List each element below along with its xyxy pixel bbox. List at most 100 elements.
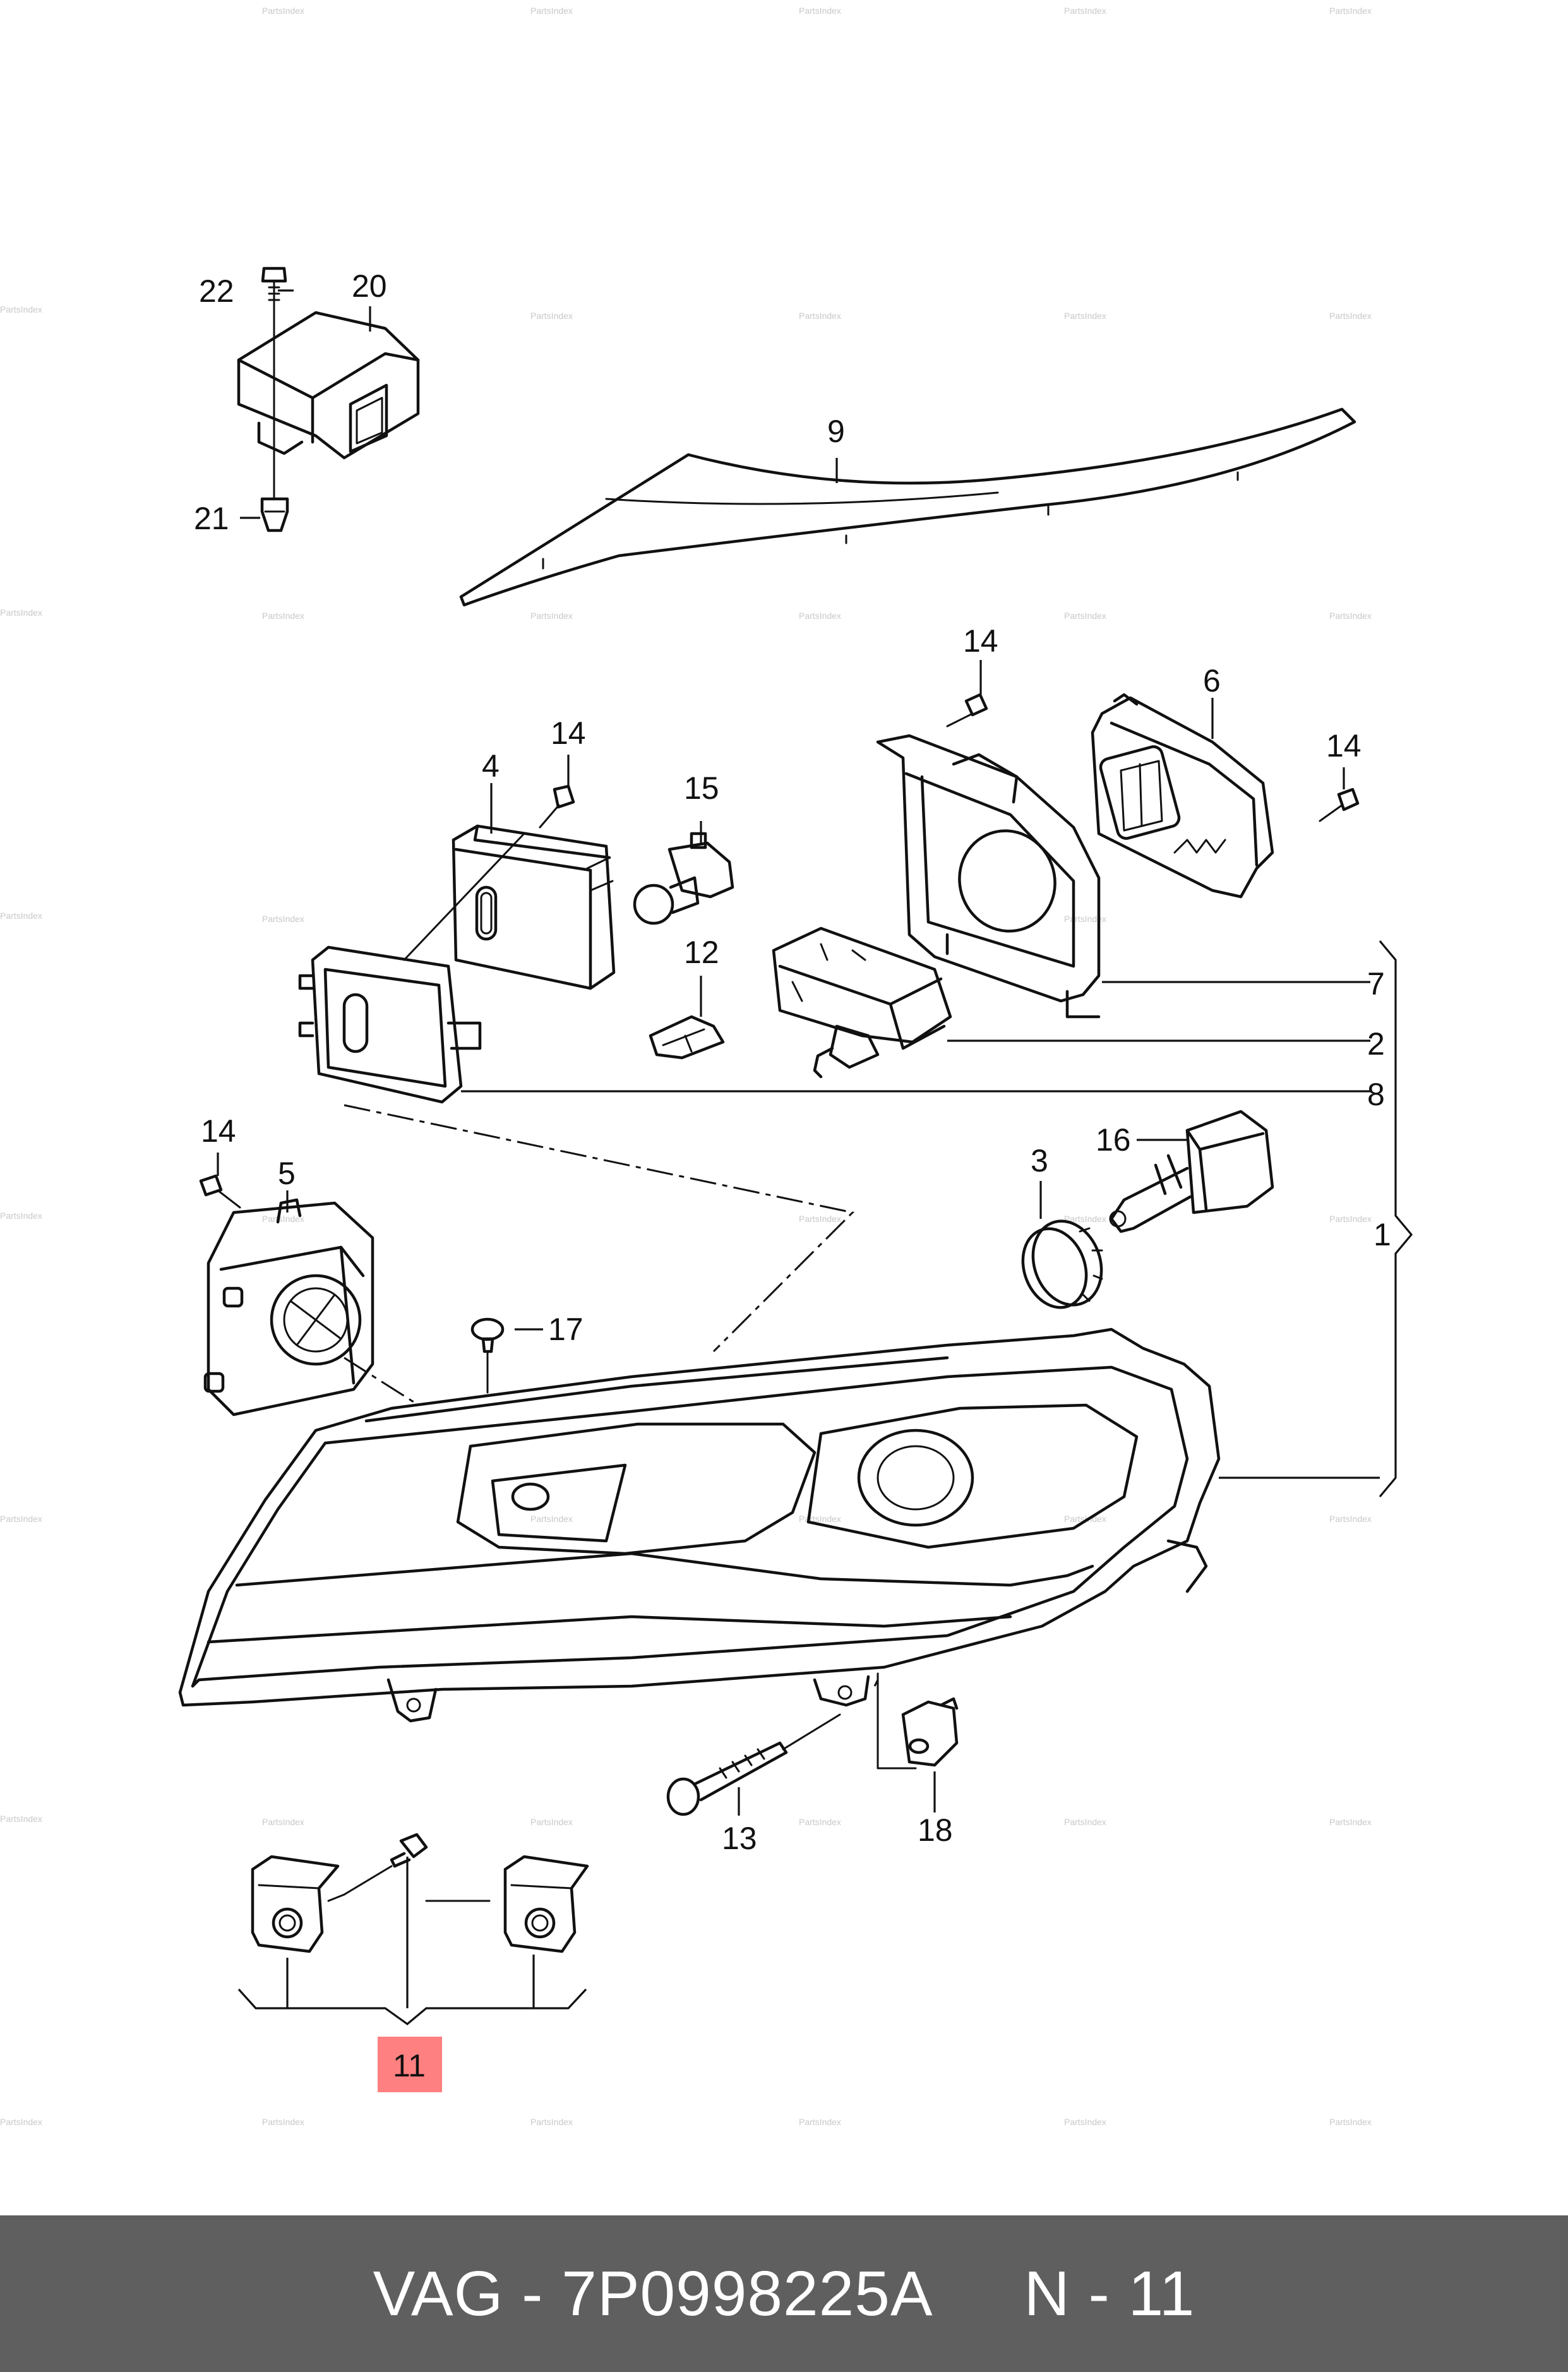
svg-text:PartsIndex: PartsIndex: [262, 1214, 304, 1224]
label-part-18: 18: [918, 1812, 953, 1848]
label-part-14-module: 14: [1326, 728, 1362, 764]
svg-text:PartsIndex: PartsIndex: [1329, 1214, 1372, 1224]
svg-text:PartsIndex: PartsIndex: [1329, 1817, 1372, 1827]
svg-text:PartsIndex: PartsIndex: [1329, 6, 1372, 16]
part-7-housing-frame: [876, 734, 1101, 1019]
part-14-screw-upper-ballast: [539, 784, 575, 829]
svg-text:PartsIndex: PartsIndex: [1064, 6, 1106, 16]
svg-text:PartsIndex: PartsIndex: [1329, 2117, 1372, 2127]
svg-text:PartsIndex: PartsIndex: [530, 1514, 573, 1524]
footer-bar: VAG - 7P0998225A N - 11: [0, 2215, 1568, 2372]
part-6-control-unit: [1091, 693, 1274, 899]
part-4-ballast: [452, 824, 616, 990]
footer-caption: VAG - 7P0998225A N - 11: [0, 2215, 1568, 2372]
part-3-locking-ring: [1021, 1219, 1103, 1309]
svg-text:PartsIndex: PartsIndex: [0, 608, 42, 618]
label-part-8: 8: [1367, 1077, 1385, 1112]
svg-text:PartsIndex: PartsIndex: [1064, 1817, 1106, 1827]
label-part-12: 12: [684, 935, 719, 970]
svg-text:PartsIndex: PartsIndex: [262, 6, 304, 16]
part-20-control-module: [237, 311, 420, 460]
part-18-clip-nut: [901, 1697, 959, 1767]
svg-text:PartsIndex: PartsIndex: [530, 6, 573, 16]
svg-text:PartsIndex: PartsIndex: [799, 1817, 841, 1827]
label-part-1: 1: [1373, 1217, 1391, 1252]
label-part-4: 4: [482, 748, 500, 784]
label-part-17: 17: [548, 1312, 584, 1347]
part-2-headlight-range-motor: [772, 926, 952, 1079]
svg-text:PartsIndex: PartsIndex: [1064, 1514, 1106, 1524]
label-part-16: 16: [1096, 1122, 1131, 1158]
footer-part-number: 7P0998225A: [561, 2258, 933, 2329]
svg-text:PartsIndex: PartsIndex: [530, 1817, 573, 1827]
label-part-22: 22: [199, 273, 234, 309]
footer-separator: -: [503, 2258, 562, 2329]
leader-lines: [217, 289, 1413, 2026]
part-16-xenon-bulb: [1109, 1110, 1274, 1233]
part-1-headlight-assembly: [178, 1327, 1221, 1770]
label-part-14-frame: 14: [963, 623, 998, 659]
svg-text:PartsIndex: PartsIndex: [0, 1514, 42, 1524]
part-9-trim-strip: [459, 407, 1356, 607]
part-21-clip: [260, 497, 289, 532]
part-12-wedge-bulb: [649, 1015, 725, 1060]
svg-text:PartsIndex: PartsIndex: [799, 6, 841, 16]
watermark-grid: PartsIndex PartsIndex PartsIndex PartsIn…: [0, 6, 1372, 2127]
part-8-gasket: [298, 832, 525, 1104]
svg-text:PartsIndex: PartsIndex: [1064, 2117, 1106, 2127]
part-15-bulb: [633, 832, 734, 925]
svg-text:PartsIndex: PartsIndex: [262, 914, 304, 924]
svg-text:PartsIndex: PartsIndex: [1064, 1214, 1106, 1224]
label-part-5: 5: [278, 1156, 296, 1191]
part-11-highlight: 11: [378, 2037, 442, 2092]
svg-text:PartsIndex: PartsIndex: [262, 611, 304, 621]
svg-text:PartsIndex: PartsIndex: [530, 611, 573, 621]
label-part-14-lower: 14: [201, 1113, 236, 1149]
svg-text:PartsIndex: PartsIndex: [0, 1814, 42, 1824]
svg-text:PartsIndex: PartsIndex: [262, 1817, 304, 1827]
label-part-15: 15: [684, 770, 719, 806]
svg-text:PartsIndex: PartsIndex: [0, 911, 42, 921]
part-14-screw-lower-ballast: [199, 1174, 241, 1209]
label-part-2: 2: [1367, 1026, 1385, 1062]
svg-text:PartsIndex: PartsIndex: [799, 611, 841, 621]
svg-text:PartsIndex: PartsIndex: [799, 2117, 841, 2127]
part-14-screw-frame: [946, 693, 988, 728]
svg-text:PartsIndex: PartsIndex: [1329, 1514, 1372, 1524]
exploded-view-drawing: PartsIndex PartsIndex PartsIndex PartsIn…: [0, 6, 1413, 2127]
svg-text:PartsIndex: PartsIndex: [799, 311, 841, 321]
part-labels: 1 2 3 4 5 6 7 8 9 11 12 13 14 14 14 14 1…: [194, 268, 1391, 2092]
svg-text:PartsIndex: PartsIndex: [799, 1214, 841, 1224]
label-part-9: 9: [827, 414, 845, 449]
label-part-6: 6: [1203, 663, 1221, 698]
label-part-3: 3: [1031, 1143, 1048, 1178]
svg-text:PartsIndex: PartsIndex: [1064, 611, 1106, 621]
footer-position-label: N - 11: [1024, 2258, 1195, 2329]
footer-gap: [933, 2258, 1024, 2330]
label-part-21: 21: [194, 501, 229, 536]
svg-text:PartsIndex: PartsIndex: [262, 2117, 304, 2127]
part-11-mounting-kit: [251, 1833, 589, 1953]
svg-text:PartsIndex: PartsIndex: [1329, 611, 1372, 621]
svg-text:PartsIndex: PartsIndex: [530, 2117, 573, 2127]
svg-text:PartsIndex: PartsIndex: [0, 1211, 42, 1221]
part-13-bolt: [666, 1713, 841, 1816]
svg-text:PartsIndex: PartsIndex: [530, 311, 573, 321]
svg-text:PartsIndex: PartsIndex: [1329, 311, 1372, 321]
label-part-7: 7: [1367, 966, 1385, 1002]
svg-text:PartsIndex: PartsIndex: [1064, 311, 1106, 321]
label-part-13: 13: [722, 1821, 757, 1856]
footer-brand: VAG: [373, 2258, 504, 2329]
part-14-screw-module: [1319, 788, 1360, 822]
svg-text:PartsIndex: PartsIndex: [799, 1514, 841, 1524]
part-17-screw: [470, 1317, 505, 1394]
label-part-14-ballast: 14: [551, 716, 586, 751]
part-22-screw: [261, 267, 287, 500]
svg-text:PartsIndex: PartsIndex: [0, 304, 42, 314]
label-part-11: 11: [393, 2048, 426, 2083]
assembly-lines: [344, 1104, 879, 1687]
svg-text:PartsIndex: PartsIndex: [0, 2117, 42, 2127]
label-part-20: 20: [352, 268, 387, 304]
part-5-ballast-lower: [203, 1198, 374, 1417]
